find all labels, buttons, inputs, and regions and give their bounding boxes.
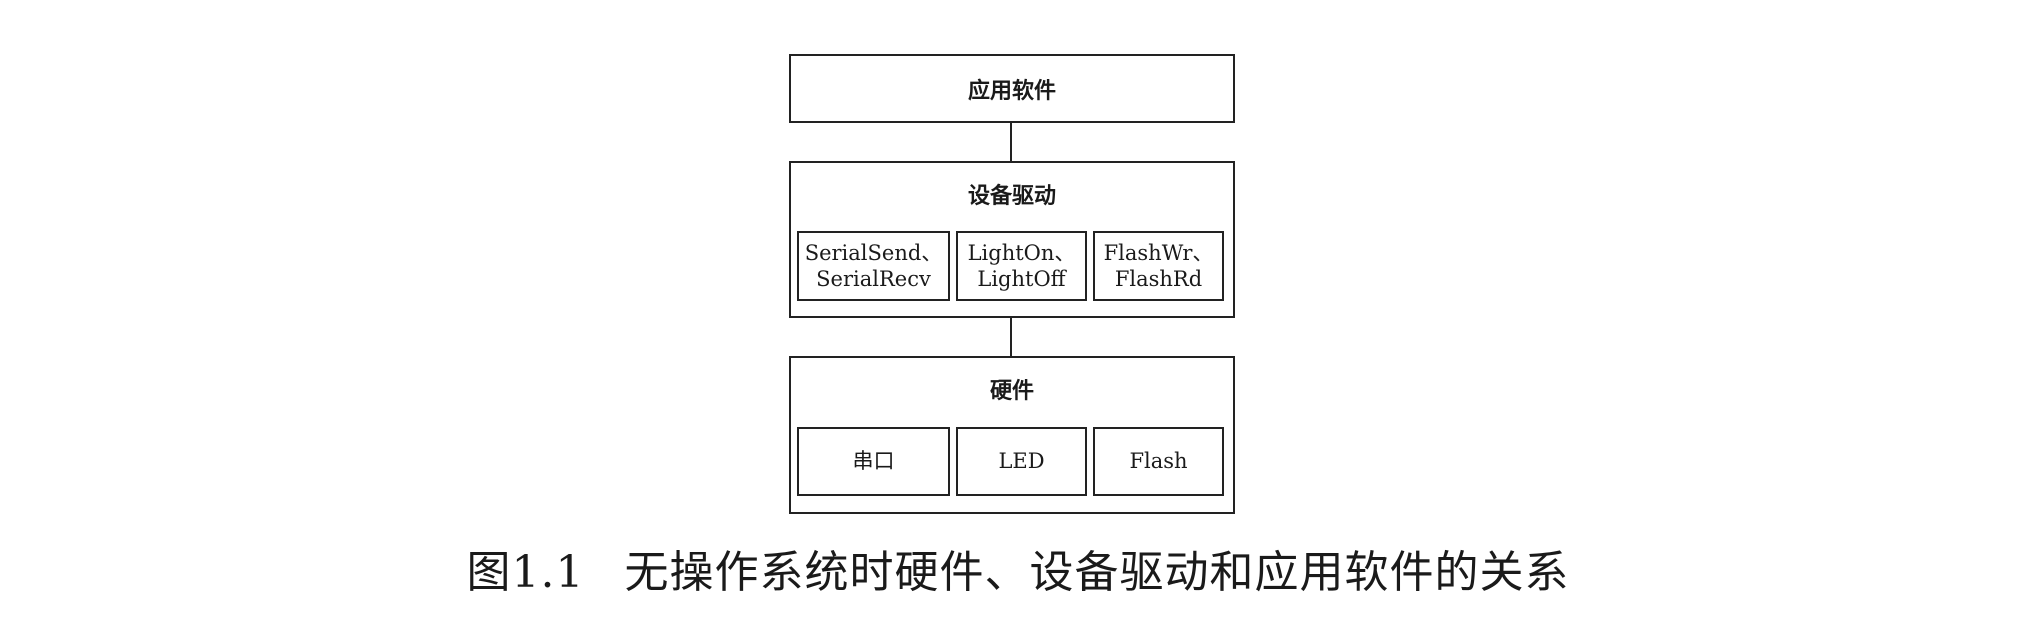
driver-item-light-line1: LightOn、 (967, 240, 1076, 265)
app-software-box: 应用软件 (789, 54, 1235, 123)
device-driver-box: 设备驱动 (789, 161, 1235, 318)
figure-title: 无操作系统时硬件、设备驱动和应用软件的关系 (624, 547, 1570, 598)
hardware-label: 硬件 (989, 378, 1034, 404)
driver-item-light: LightOn、 LightOff (956, 231, 1087, 301)
figure-number: 图1.1 (466, 547, 585, 598)
hardware-item-flash-label: Flash (1129, 449, 1188, 474)
driver-item-flash-line2: FlashRd (1114, 267, 1203, 291)
app-software-label: 应用软件 (967, 78, 1056, 104)
driver-item-light-line2: LightOff (977, 267, 1066, 291)
hardware-item-led-label: LED (998, 449, 1045, 474)
hardware-item-led: LED (956, 427, 1087, 496)
hardware-item-serial-port-label: 串口 (852, 449, 895, 474)
device-driver-label: 设备驱动 (967, 183, 1056, 209)
driver-item-serial: SerialSend、 SerialRecv (797, 231, 950, 301)
driver-item-serial-line2: SerialRecv (816, 267, 931, 291)
driver-item-flash: FlashWr、 FlashRd (1093, 231, 1224, 301)
connector-driver-hardware (1010, 318, 1012, 357)
driver-item-serial-line1: SerialSend、 (804, 240, 943, 265)
driver-item-flash-line1: FlashWr、 (1103, 240, 1214, 265)
hardware-item-flash: Flash (1093, 427, 1224, 496)
hardware-item-serial-port: 串口 (797, 427, 950, 496)
connector-app-driver (1010, 123, 1012, 162)
hardware-box: 硬件 (789, 356, 1235, 514)
